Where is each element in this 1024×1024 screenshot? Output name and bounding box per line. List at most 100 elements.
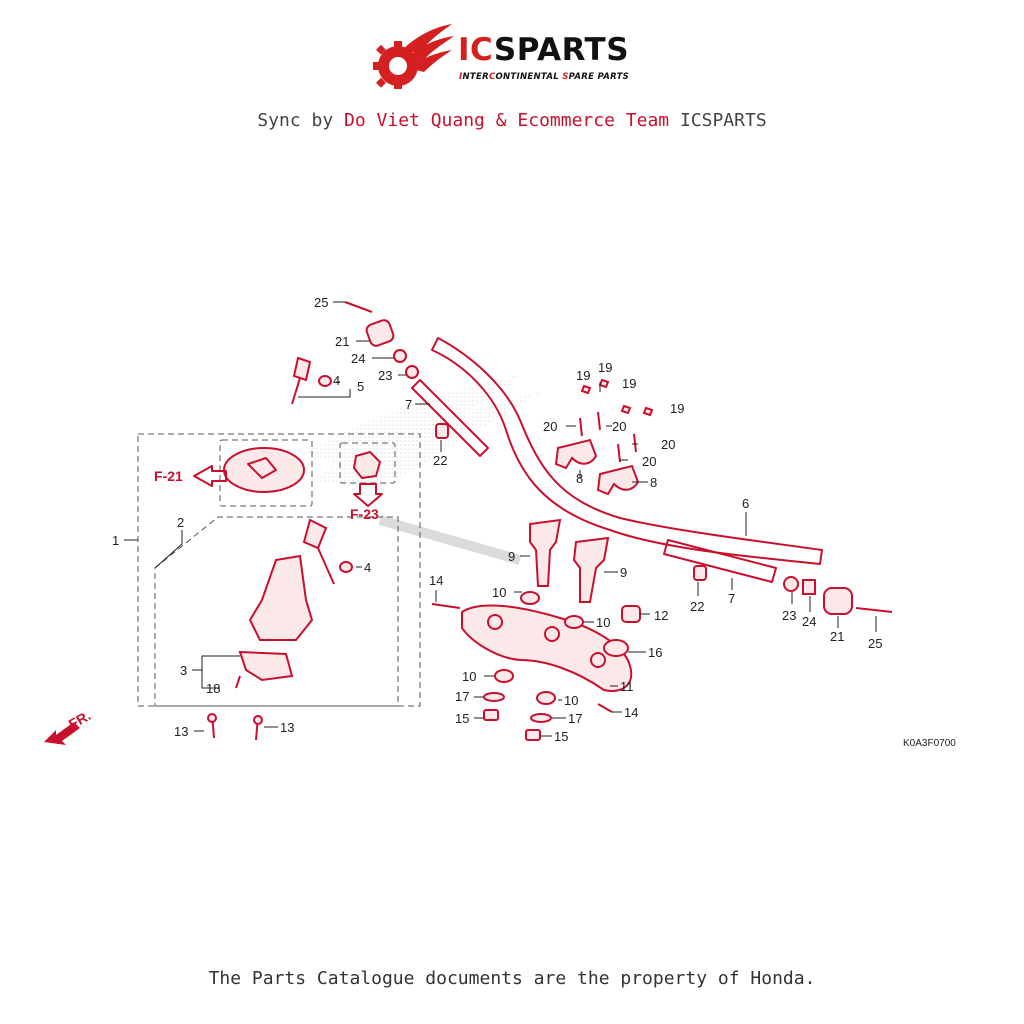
callout-17: 17 bbox=[568, 711, 582, 726]
screw-13-head bbox=[253, 715, 263, 725]
bolt-14-right bbox=[597, 703, 613, 713]
lower-holder-9-right bbox=[572, 536, 610, 603]
grip-pipe-right bbox=[663, 539, 777, 583]
fuel-cap-lock bbox=[247, 457, 277, 479]
callout-6: 6 bbox=[742, 496, 749, 511]
bridge-hole bbox=[487, 614, 503, 630]
bar-end-weight-top bbox=[365, 319, 395, 347]
screw-13-head bbox=[207, 713, 217, 723]
nut-16 bbox=[603, 639, 629, 657]
seat-lock bbox=[352, 450, 382, 480]
top-bridge-11 bbox=[461, 604, 633, 692]
brand-name: ICSPARTS bbox=[458, 32, 629, 68]
bushing-10 bbox=[494, 669, 514, 683]
left-arrow-icon bbox=[193, 465, 227, 487]
brand-suffix: SPARTS bbox=[493, 32, 630, 68]
callout-20: 20 bbox=[543, 419, 557, 434]
callout-10: 10 bbox=[596, 615, 610, 630]
washer-17 bbox=[483, 692, 505, 702]
callout-22: 22 bbox=[690, 599, 704, 614]
tagline-part: ONTINENTAL bbox=[495, 72, 563, 82]
screw-18 bbox=[235, 675, 241, 689]
tagline-part: I bbox=[459, 72, 463, 82]
bushing-10 bbox=[520, 591, 540, 605]
callout-21: 21 bbox=[830, 629, 844, 644]
bridge-hole bbox=[544, 626, 560, 642]
callout-11: 11 bbox=[620, 679, 634, 694]
sync-author: Do Viet Quang & Ecommerce Team bbox=[344, 110, 670, 131]
bushing-10 bbox=[536, 691, 556, 705]
washer-17 bbox=[530, 713, 552, 723]
sync-credit: Sync by Do Viet Quang & Ecommerce Team I… bbox=[0, 110, 1024, 131]
ring-23-top bbox=[405, 365, 419, 379]
callout-10: 10 bbox=[462, 669, 476, 684]
nut-12 bbox=[621, 605, 641, 623]
callout-20: 20 bbox=[612, 419, 626, 434]
callout-4: 4 bbox=[364, 560, 371, 575]
ignition-switch bbox=[248, 554, 314, 641]
grip-pipe-left bbox=[411, 379, 489, 457]
key-2-blade bbox=[317, 547, 335, 585]
icsparts-logo-icon bbox=[373, 24, 454, 89]
collar-24-top bbox=[393, 349, 407, 363]
bolt-25-top bbox=[344, 301, 373, 313]
cap-4-mid bbox=[339, 561, 353, 573]
key-2 bbox=[302, 518, 328, 550]
callout-4: 4 bbox=[333, 373, 340, 388]
assembly-box-1 bbox=[137, 433, 421, 707]
callout-19: 19 bbox=[670, 401, 684, 416]
callout-25: 25 bbox=[868, 636, 882, 651]
callout-22: 22 bbox=[433, 453, 447, 468]
bolt-25-right bbox=[855, 607, 893, 613]
callout-18: 18 bbox=[206, 681, 220, 696]
lock-box bbox=[339, 442, 396, 484]
callout-7: 7 bbox=[405, 397, 412, 412]
nut-15 bbox=[483, 709, 499, 721]
callout-2: 2 bbox=[177, 515, 184, 530]
callout-13: 13 bbox=[280, 720, 294, 735]
tagline-part: PARE PARTS bbox=[568, 72, 630, 82]
tagline-part: S bbox=[562, 72, 569, 82]
callout-19: 19 bbox=[622, 376, 636, 391]
screws-13 bbox=[211, 713, 259, 741]
nut-15 bbox=[525, 729, 541, 741]
fuel-cap bbox=[223, 447, 305, 493]
key-5-blade bbox=[291, 377, 301, 405]
fig-ref-f23: F-23 bbox=[350, 506, 379, 522]
nut-22-right bbox=[693, 565, 707, 581]
callout-15: 15 bbox=[455, 711, 469, 726]
callout-19: 19 bbox=[598, 360, 612, 375]
sync-prefix: Sync by bbox=[257, 110, 345, 131]
collar-24-right bbox=[802, 579, 816, 595]
callout-1: 1 bbox=[112, 533, 119, 548]
ring-23-right bbox=[783, 576, 799, 592]
down-arrow-icon bbox=[353, 483, 383, 507]
callout-15: 15 bbox=[554, 729, 568, 744]
callout-5: 5 bbox=[357, 379, 364, 394]
callout-24: 24 bbox=[351, 351, 365, 366]
callout-3: 3 bbox=[180, 663, 187, 678]
callout-16: 16 bbox=[648, 645, 662, 660]
callout-10: 10 bbox=[492, 585, 506, 600]
callout-19: 19 bbox=[576, 368, 590, 383]
sync-suffix: ICSPARTS bbox=[669, 110, 767, 131]
callout-23: 23 bbox=[378, 368, 392, 383]
callout-21: 21 bbox=[335, 334, 349, 349]
footer-disclaimer: The Parts Catalogue documents are the pr… bbox=[208, 968, 816, 989]
brand-prefix: IC bbox=[458, 32, 494, 68]
callout-10: 10 bbox=[564, 693, 578, 708]
nut-22-top bbox=[435, 423, 449, 439]
bar-end-weight-right bbox=[823, 587, 853, 615]
fuel-cap-box bbox=[219, 439, 313, 507]
cap-4-top bbox=[318, 375, 332, 387]
callout-24: 24 bbox=[802, 614, 816, 629]
callout-20: 20 bbox=[661, 437, 675, 452]
brand-tagline: INTERCONTINENTAL SPARE PARTS bbox=[459, 72, 629, 82]
front-arrow-icon bbox=[44, 722, 80, 745]
handlebar-part-6 bbox=[431, 337, 823, 565]
bridge-hole bbox=[590, 652, 606, 668]
callout-7: 7 bbox=[728, 591, 735, 606]
caps-19 bbox=[580, 378, 654, 417]
leader-lines bbox=[124, 301, 877, 737]
